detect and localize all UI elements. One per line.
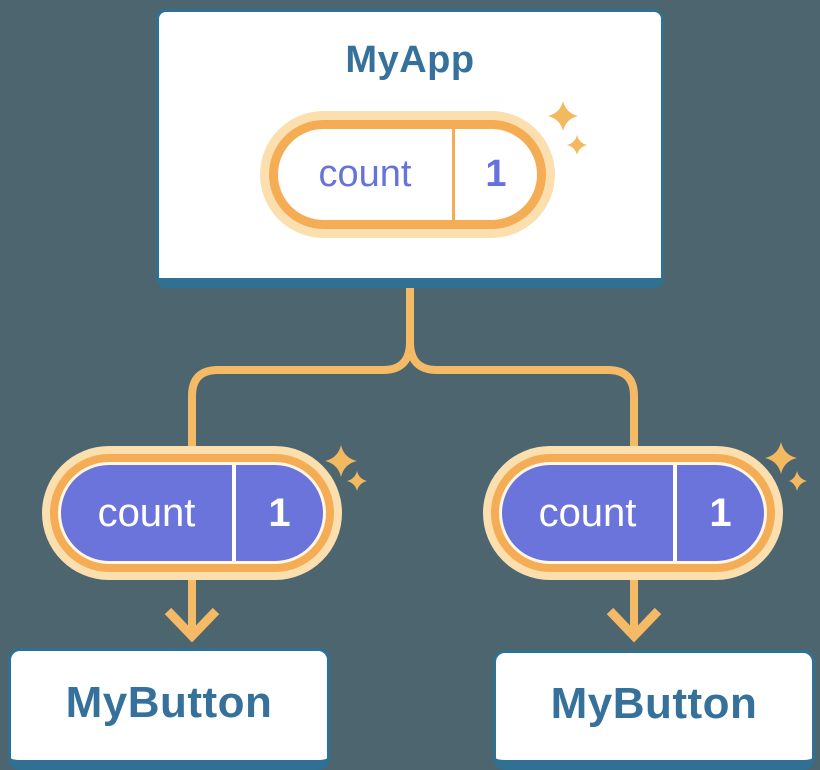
component-title: MyButton bbox=[65, 677, 273, 727]
state-name-label: count bbox=[318, 153, 412, 195]
connector-branch-right bbox=[406, 341, 638, 452]
sparkle-icon bbox=[567, 135, 587, 155]
state-name-label: count bbox=[97, 490, 196, 535]
sparkle-icon bbox=[789, 471, 807, 491]
state-name-label: count bbox=[538, 490, 637, 535]
prop-pill-left: count 1 bbox=[58, 462, 326, 564]
component-title: MyButton bbox=[550, 678, 758, 728]
sparkle-icon bbox=[765, 442, 797, 474]
state-value-label: 1 bbox=[485, 153, 507, 195]
sparkle-icon bbox=[347, 471, 367, 491]
prop-pill-right: count 1 bbox=[499, 462, 767, 564]
arrow-down-icon bbox=[164, 607, 220, 643]
state-value-label: 1 bbox=[268, 490, 291, 535]
component-card-mybutton-left: MyButton bbox=[8, 648, 330, 770]
state-value-label: 1 bbox=[709, 490, 732, 535]
sparkle-icon bbox=[325, 445, 357, 477]
state-pill-root: count 1 bbox=[269, 120, 546, 229]
arrow-down-icon bbox=[606, 607, 662, 643]
pill-divider bbox=[232, 465, 236, 561]
sparkle-icon bbox=[548, 101, 578, 131]
pill-divider bbox=[452, 129, 455, 220]
pill-divider bbox=[673, 465, 677, 561]
component-card-mybutton-right: MyButton bbox=[493, 650, 815, 770]
component-title: MyApp bbox=[345, 39, 475, 81]
connector-branch-left bbox=[188, 341, 414, 452]
